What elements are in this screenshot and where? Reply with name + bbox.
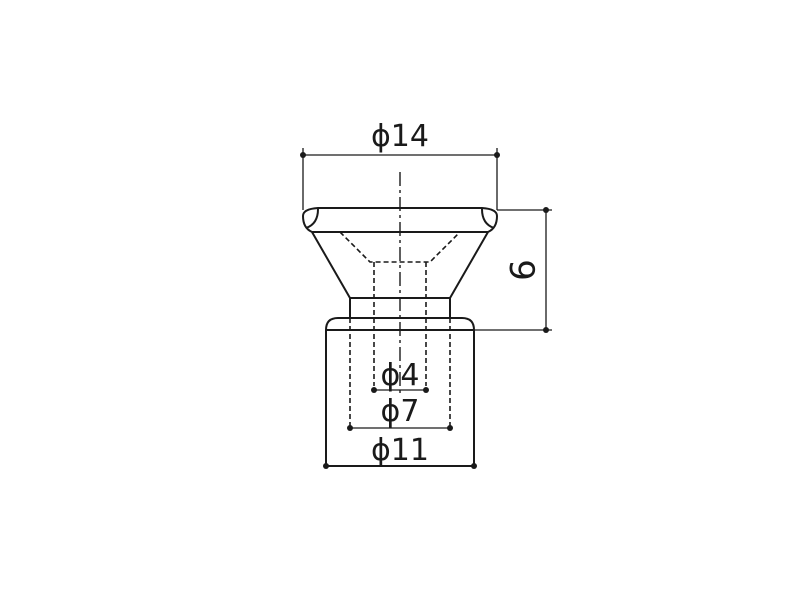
head-rim-line [305, 208, 319, 229]
dimension-height: 9 [474, 207, 552, 333]
head-rim-line-right [481, 208, 495, 229]
base-diameter-label: ϕ11 [371, 433, 429, 468]
dimension-base-diameter: ϕ11 [323, 433, 477, 469]
dimension-neck-diameter: ϕ7 [347, 394, 453, 431]
hidden-lines [339, 231, 461, 428]
neck-diameter-label: ϕ7 [381, 394, 420, 429]
top-diameter-label: ϕ14 [371, 119, 429, 154]
height-label: 9 [501, 259, 541, 281]
dimension-top-diameter: ϕ14 [300, 119, 500, 210]
bore-diameter-label: ϕ4 [381, 358, 420, 393]
countersink-hidden [339, 231, 461, 263]
dimension-bore-diameter: ϕ4 [371, 358, 429, 393]
